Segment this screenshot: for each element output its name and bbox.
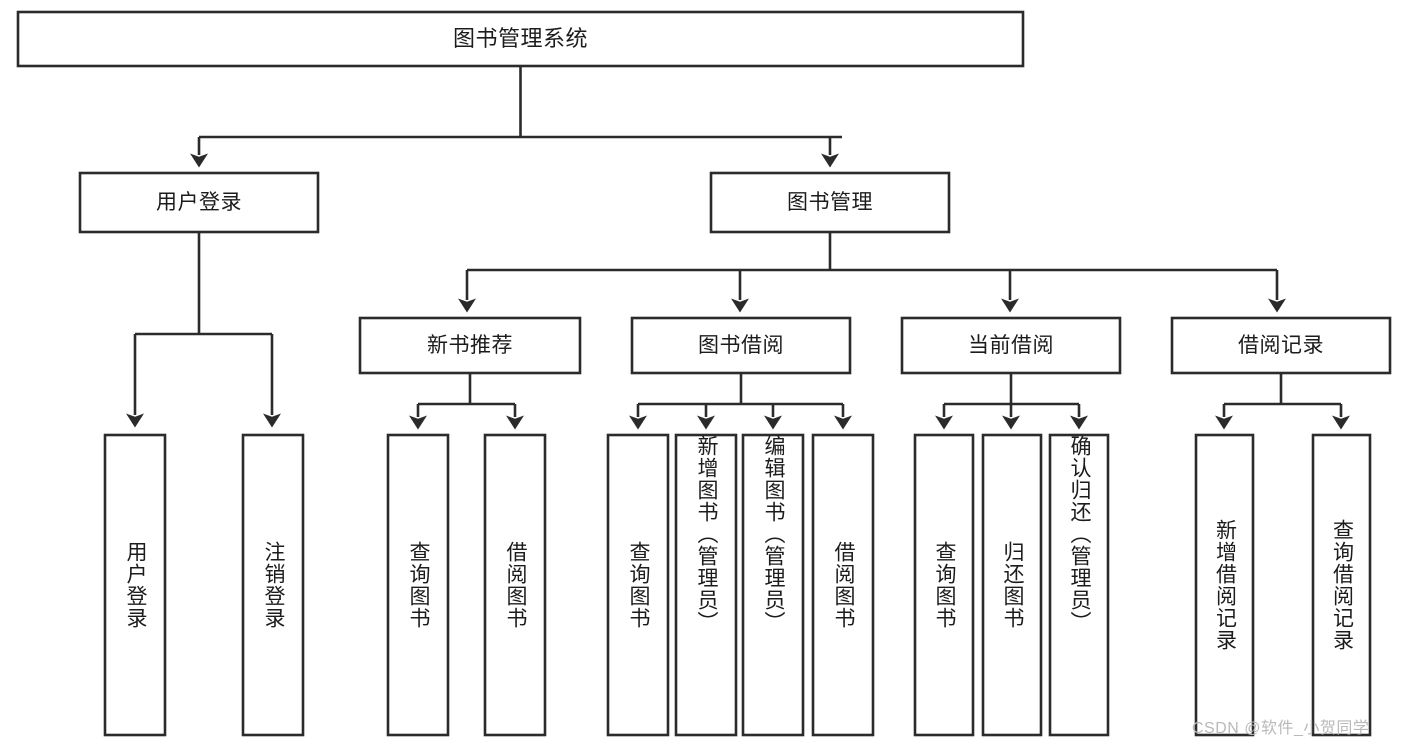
leaf-box-query-book-current[interactable] (913, 433, 975, 737)
leaf-box-return-book[interactable] (981, 433, 1043, 737)
leaf-box-edit-book-admin[interactable] (741, 433, 805, 737)
node-box-borrow-record[interactable] (1170, 316, 1392, 375)
connector-borrow-record-to-leaves (1215, 373, 1350, 430)
node-box-book-borrow[interactable] (630, 316, 852, 375)
node-box-new-book-recommend[interactable] (358, 316, 582, 375)
connector-book-borrow-to-leaves (629, 373, 852, 430)
connector-book-management-to-level3 (458, 232, 1286, 313)
csdn-watermark: CSDN @软件_小贺同学 (1192, 720, 1370, 737)
leaf-box-add-book-admin[interactable] (674, 433, 738, 737)
leaf-box-query-book-borrow[interactable] (606, 433, 670, 737)
node-box-current-borrow[interactable] (900, 316, 1122, 375)
leaf-box-add-borrow-record[interactable] (1194, 433, 1255, 737)
leaf-boxes (103, 433, 1372, 737)
level3-boxes (358, 316, 1392, 375)
level2-boxes (78, 171, 951, 234)
root-node-box-group (16, 10, 1025, 68)
node-box-book-management[interactable] (709, 171, 951, 234)
leaf-box-borrow-book[interactable] (811, 433, 875, 737)
leaf-box-borrow-book-rec[interactable] (483, 433, 547, 737)
connector-new-book-recommend-to-leaves (409, 373, 524, 430)
connector-user-login-to-leaves (126, 232, 281, 428)
leaf-box-user-login[interactable] (103, 433, 167, 737)
leaf-box-query-book-rec[interactable] (386, 433, 450, 737)
node-box-user-login[interactable] (78, 171, 320, 234)
root-node-box[interactable] (16, 10, 1025, 68)
leaf-box-confirm-return-admin[interactable] (1048, 433, 1110, 737)
leaf-box-query-borrow-record[interactable] (1311, 433, 1372, 737)
connector-current-borrow-to-leaves (935, 373, 1088, 430)
connector-root-to-level2 (190, 66, 842, 168)
leaf-box-logout[interactable] (241, 433, 305, 737)
